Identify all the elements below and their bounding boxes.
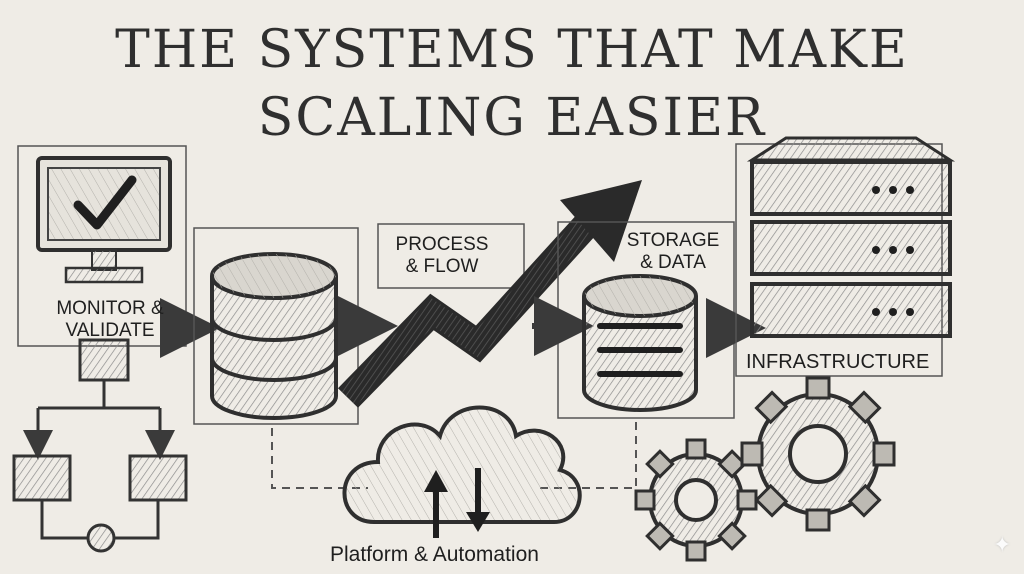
gears-icon bbox=[634, 376, 896, 562]
cloud-sync-icon bbox=[342, 405, 582, 538]
process-flow-label: PROCESS & FLOW bbox=[372, 234, 512, 278]
database-icon bbox=[193, 227, 398, 425]
storage-data-label: STORAGE & DATA bbox=[618, 230, 728, 274]
database-small-icon bbox=[582, 274, 698, 412]
storage-section bbox=[532, 221, 766, 419]
upward-trend-arrow-icon bbox=[337, 180, 642, 408]
sparkle-icon: ✦ bbox=[993, 532, 1012, 557]
infrastructure-label: INFRASTRUCTURE bbox=[746, 351, 930, 373]
storage-label-line-2: & DATA bbox=[640, 251, 706, 273]
monitor-checkmark-icon bbox=[36, 156, 172, 284]
monitor-label-line-2: VALIDATE bbox=[65, 319, 155, 341]
storage-label-line-1: STORAGE bbox=[626, 230, 720, 251]
monitor-section bbox=[17, 145, 220, 358]
server-rack-icon bbox=[735, 136, 956, 377]
flowchart-icon bbox=[12, 338, 188, 553]
page-title-line-1: THE SYSTEMS THAT MAKE bbox=[115, 20, 909, 80]
monitor-label-line-1: MONITOR & bbox=[56, 298, 164, 319]
platform-automation-label: Platform & Automation bbox=[330, 543, 539, 566]
page-title-line-2: SCALING EASIER bbox=[257, 88, 767, 148]
process-label-line-2: & FLOW bbox=[405, 255, 479, 277]
process-label-line-1: PROCESS bbox=[395, 234, 489, 255]
monitor-validate-label: MONITOR & VALIDATE bbox=[40, 298, 180, 342]
process-flow-box bbox=[377, 223, 525, 289]
